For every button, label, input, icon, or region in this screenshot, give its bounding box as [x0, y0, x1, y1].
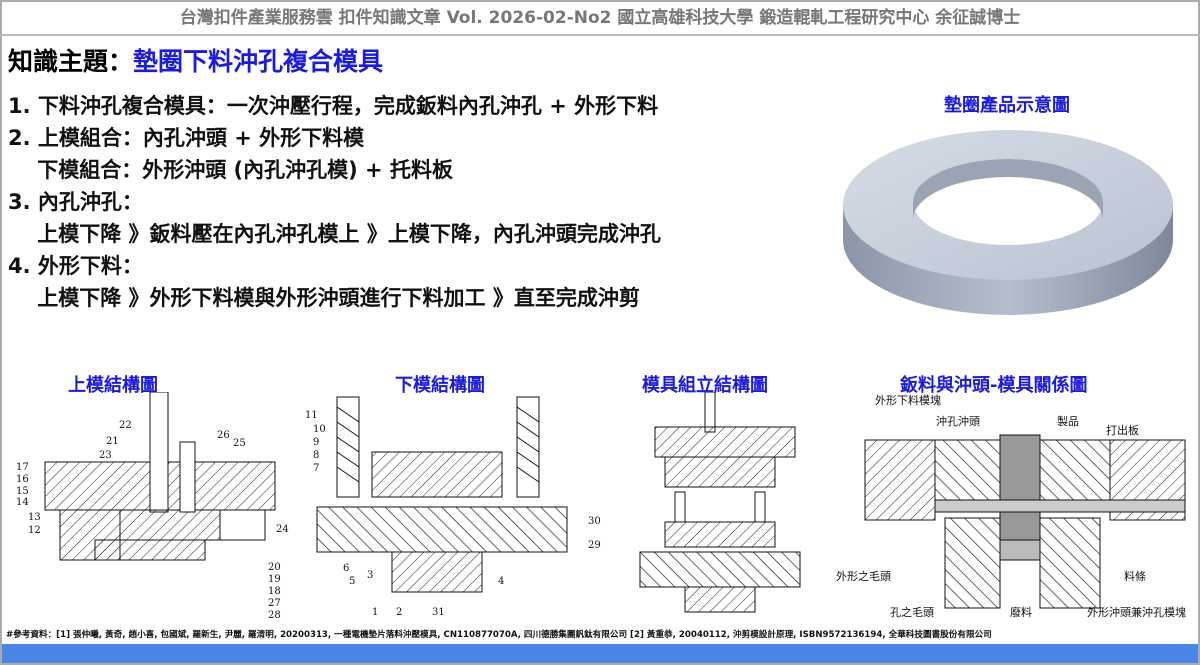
- diagram-title-lower: 下模結構圖: [395, 375, 485, 396]
- sheet-punch-die-relation-drawing: [864, 434, 1186, 609]
- part-number: 26: [217, 430, 230, 441]
- callout: 孔之毛頭: [890, 606, 934, 619]
- part-number: 11: [305, 410, 318, 421]
- topic-value: 墊圈下料沖孔複合模具: [133, 47, 384, 76]
- part-number: 7: [313, 463, 320, 474]
- part-number: 29: [588, 540, 601, 551]
- part-number: 5: [349, 576, 356, 587]
- upper-die-drawing: [44, 392, 276, 561]
- callout: 沖孔沖頭: [936, 415, 980, 428]
- product-label: 墊圈產品示意圖: [944, 95, 1070, 116]
- part-number: 27: [268, 598, 281, 609]
- text-line: 上模下降 》鈑料壓在內孔沖孔模上 》上模下降，內孔沖頭完成沖孔: [8, 222, 661, 246]
- part-number: 13: [28, 512, 41, 523]
- part-number: 19: [268, 574, 281, 585]
- part-number: 4: [498, 576, 505, 587]
- part-number: 17: [16, 462, 29, 473]
- part-number: 12: [28, 525, 41, 536]
- part-number: 31: [432, 607, 445, 618]
- callout: 外形之毛頭: [836, 570, 891, 583]
- text-line: 3. 內孔沖孔：: [8, 190, 143, 214]
- part-number: 24: [276, 524, 289, 535]
- washer-illustration: [843, 130, 1173, 315]
- diagram-title-relation: 鈑料與沖頭-模具關係圖: [900, 375, 1088, 396]
- callout: 製品: [1057, 415, 1079, 428]
- diagram-title-upper: 上模結構圖: [68, 375, 158, 396]
- header: 台灣扣件產業服務雲 扣件知識文章 Vol. 2026-02-No2 國立高雄科技…: [0, 0, 1200, 36]
- text-line: 上模下降 》外形下料模與外形沖頭進行下料加工 》直至完成沖剪: [8, 286, 640, 310]
- part-number: 9: [313, 437, 320, 448]
- part-number: 21: [106, 436, 119, 447]
- part-number: 10: [313, 424, 326, 435]
- part-number: 18: [268, 586, 281, 597]
- callout: 外形下料模塊: [875, 394, 941, 407]
- callout: 廢料: [1010, 606, 1032, 619]
- callout: 打出板: [1106, 424, 1139, 437]
- callout: 料條: [1124, 570, 1146, 583]
- topic-label: 知識主題：: [8, 47, 134, 76]
- part-number: 25: [233, 438, 246, 449]
- part-number: 28: [268, 610, 281, 621]
- part-number: 8: [313, 450, 320, 461]
- diagram-title-assembly: 模具組立結構圖: [642, 375, 768, 396]
- callout: 外形沖頭兼沖孔模塊: [1087, 606, 1186, 619]
- part-number: 3: [367, 570, 374, 581]
- text-line: 1. 下料沖孔複合模具：一次沖壓行程，完成鈑料內孔沖孔 + 外形下料: [8, 94, 659, 118]
- page-title: 知識主題：墊圈下料沖孔複合模具: [8, 42, 383, 78]
- lower-die-drawing: [316, 396, 568, 593]
- part-number: 30: [588, 516, 601, 527]
- part-number: 2: [396, 607, 403, 618]
- text-line: 2. 上模組合：內孔沖頭 + 外形下料模: [8, 126, 365, 150]
- footer-bar: [2, 644, 1198, 663]
- part-number: 1: [372, 607, 379, 618]
- part-number: 6: [343, 563, 350, 574]
- part-number: 20: [268, 562, 281, 573]
- part-number: 16: [16, 474, 29, 485]
- assembly-drawing: [639, 392, 801, 613]
- text-line: 下模組合：外形沖頭 (內孔沖孔模) + 托料板: [8, 158, 453, 182]
- reference-text: #參考資料：[1] 張仲曦, 黃奇, 趙小喜, 包國斌, 羅新生, 尹麗, 羅清…: [6, 630, 992, 640]
- part-number: 23: [99, 450, 112, 461]
- text-line: 4. 外形下料：: [8, 254, 143, 278]
- part-number: 15: [16, 486, 29, 497]
- part-number: 22: [119, 420, 132, 431]
- part-number: 14: [16, 497, 29, 508]
